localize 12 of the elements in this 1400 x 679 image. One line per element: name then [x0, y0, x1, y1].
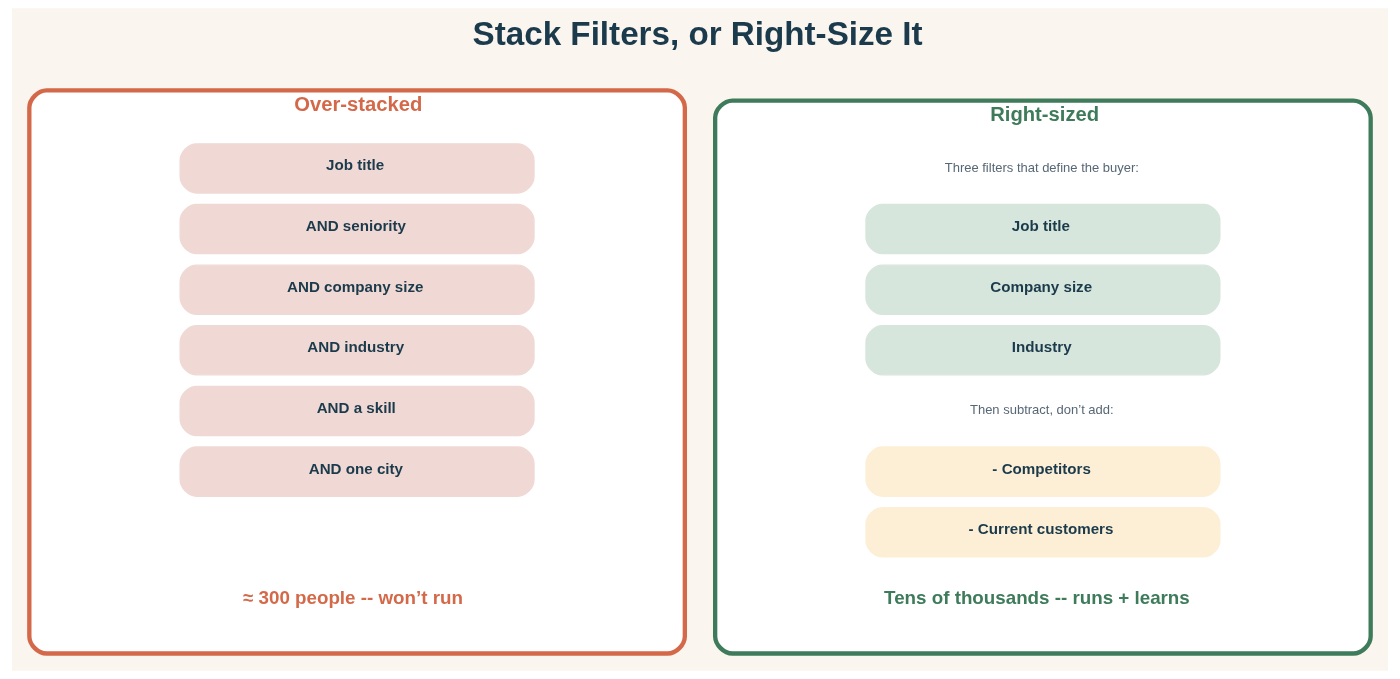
diagram-title: Stack Filters, or Right-Size It — [472, 14, 923, 52]
node-box: - Current customers — [865, 507, 1221, 558]
node-box: Industry — [865, 325, 1221, 376]
node-box: AND one city — [179, 446, 535, 497]
node-box: Job title — [865, 203, 1221, 255]
node-box: AND company size — [179, 264, 535, 315]
node-box: Job title — [179, 143, 535, 194]
node-box: - Competitors — [865, 446, 1221, 497]
node-box: AND a skill — [179, 385, 535, 437]
node-box: AND industry — [179, 325, 535, 376]
node-box: Company size — [865, 264, 1221, 315]
node-box: AND seniority — [179, 203, 535, 255]
